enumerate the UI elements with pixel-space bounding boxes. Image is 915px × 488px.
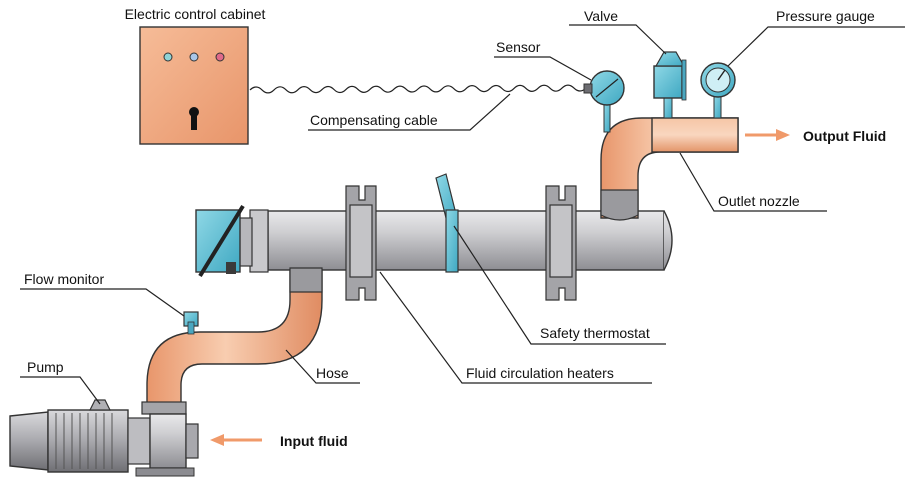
hose [141,267,323,415]
label-cabinet: Electric control cabinet [125,6,266,22]
compensating-cable [249,84,587,94]
support-bracket-left [345,185,377,301]
flow-monitor [183,311,199,335]
label-sensor: Sensor [496,39,541,55]
keyhole-icon [189,107,199,130]
electric-control-cabinet [139,26,249,145]
label-outlet-nozzle: Outlet nozzle [718,193,800,209]
leader-valve [569,24,667,55]
leader-outlet-nozzle [679,152,827,212]
label-fluid-heaters: Fluid circulation heaters [466,365,614,381]
label-output-fluid: Output Fluid [803,128,886,144]
label-pump: Pump [27,359,64,375]
indicator-light-2 [189,52,199,62]
label-pressure-gauge: Pressure gauge [776,8,875,24]
label-flow-monitor: Flow monitor [24,271,104,287]
pump [9,399,199,477]
leader-compensating-cable [308,93,511,131]
leader-safety-thermostat [453,225,666,345]
label-compensating-cable: Compensating cable [310,112,438,128]
safety-thermostat [435,173,459,273]
terminal-box [195,204,245,278]
support-bracket-right [545,185,577,301]
outlet-nozzle [651,117,739,153]
heater-tube [267,210,665,271]
leader-pressure-gauge [727,26,905,67]
label-safety-thermostat: Safety thermostat [540,325,650,341]
pressure-gauge [700,62,736,119]
label-valve: Valve [584,8,618,24]
indicator-light-3 [215,52,225,62]
leader-flow-monitor [20,288,185,317]
label-input-fluid: Input fluid [280,433,348,449]
fluid-circulation-heater [195,173,673,301]
leader-sensor [494,56,592,81]
leader-fluid-heaters [379,271,652,384]
leader-hose [285,349,360,384]
sensor [583,70,625,133]
outlet-pipe [600,117,739,221]
heater-end-cap [663,210,673,271]
label-hose: Hose [316,365,349,381]
output-arrow-icon [745,129,790,141]
heater-flange [249,209,269,273]
indicator-light-1 [163,52,173,62]
outlet-coupling [600,189,639,221]
hose-flange [141,401,187,415]
hose-coupling [289,267,323,293]
valve [653,51,687,119]
leader-pump [20,376,101,405]
input-arrow-icon [210,434,262,446]
